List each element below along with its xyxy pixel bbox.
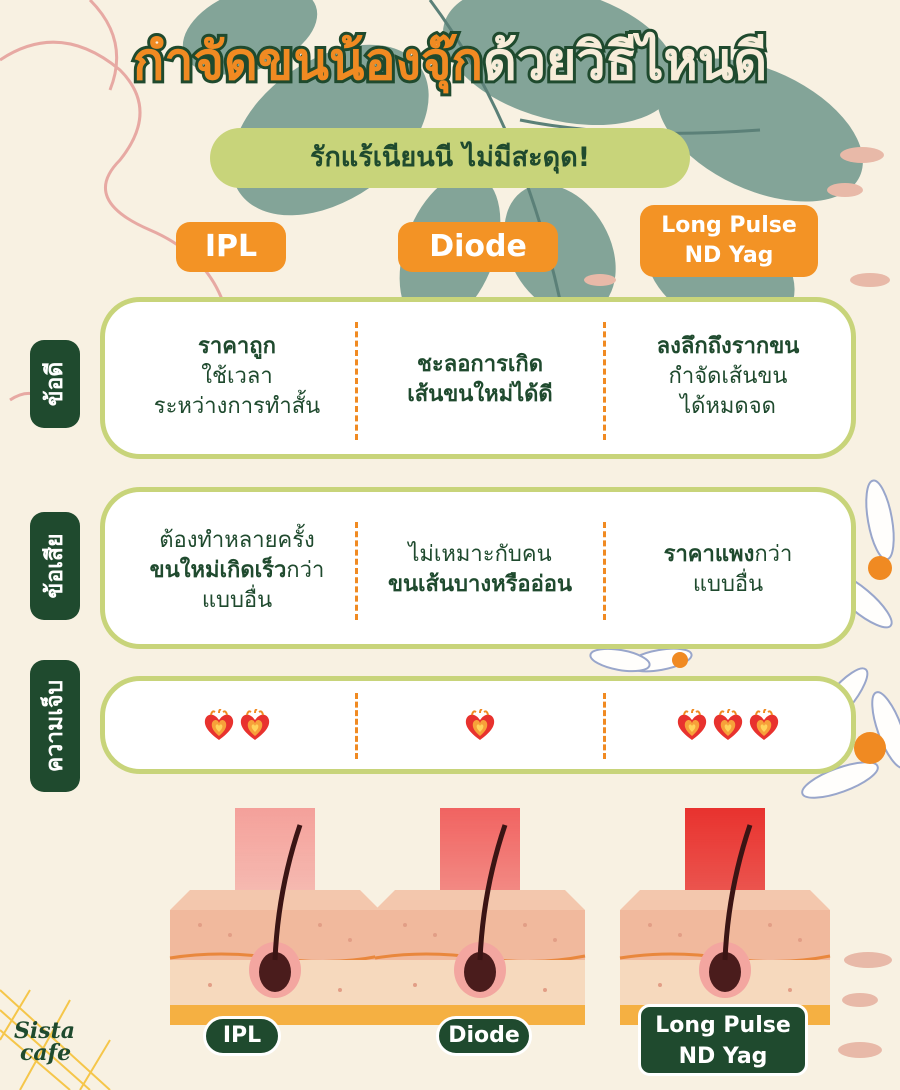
row-label-pain: ความเจ็บ [30,660,80,792]
divider [603,522,606,620]
pros-ndyag: ลงลึกถึงรากขน กำจัดเส้นขน ได้หมดจด [656,334,800,419]
method-header-ipl: IPL [176,222,286,272]
method-header-ndyag: Long Pulse ND Yag [640,205,818,277]
pros-diode: ชะลอการเกิด เส้นขนใหม่ได้ดี [407,352,553,407]
skin-diagrams [0,808,900,1090]
method-header-label: Long Pulse [661,213,797,238]
burning-heart-icon [463,708,497,750]
method-header-label: ND Yag [684,243,774,268]
pain-level-ndyag [605,708,851,750]
sistacafe-logo: Sista cafe [14,1018,76,1066]
bottom-label-ndyag: Long Pulse ND Yag [638,1004,808,1076]
cons-ipl: ต้องทำหลายครั้ง ขนใหม่เกิดเร็วกว่า แบบอื… [149,528,325,613]
bottom-label-ipl: IPL [203,1016,281,1056]
divider [355,522,358,620]
burning-heart-icon [747,708,781,750]
page-title: กำจัดขนน้องจุ๊กด้วยวิธีไหนดี [0,22,900,102]
pain-card [100,676,856,774]
method-header-label: IPL [204,229,258,264]
pain-level-ipl [117,708,357,750]
divider [355,322,358,440]
method-header-diode: Diode [398,222,558,272]
pain-level-diode [359,708,601,750]
row-label-cons: ข้อเสีย [30,512,80,620]
pros-card: ราคาถูก ใช้เวลา ระหว่างการทำสั้น ชะลอการ… [100,297,856,459]
cons-card: ต้องทำหลายครั้ง ขนใหม่เกิดเร็วกว่า แบบอื… [100,487,856,649]
pros-ipl: ราคาถูก ใช้เวลา ระหว่างการทำสั้น [153,334,321,419]
burning-heart-icon [238,708,272,750]
title-part2: ด้วยวิธีไหนดี [480,29,770,95]
cons-ndyag: ราคาแพงกว่า แบบอื่น [663,542,793,597]
divider [355,693,358,759]
cons-diode: ไม่เหมาะกับคน ขนเส้นบางหรืออ่อน [387,542,573,597]
divider [603,322,606,440]
title-part1: กำจัดขนน้องจุ๊ก [130,29,486,95]
burning-heart-icon [675,708,709,750]
row-label-pros: ข้อดี [30,340,80,428]
burning-heart-icon [711,708,745,750]
bottom-label-diode: Diode [436,1016,532,1056]
burning-heart-icon [202,708,236,750]
subtitle-badge: รักแร้เนียนนี ไม่มีสะดุด! [210,128,690,188]
divider [603,693,606,759]
method-header-label: Diode [429,229,527,264]
